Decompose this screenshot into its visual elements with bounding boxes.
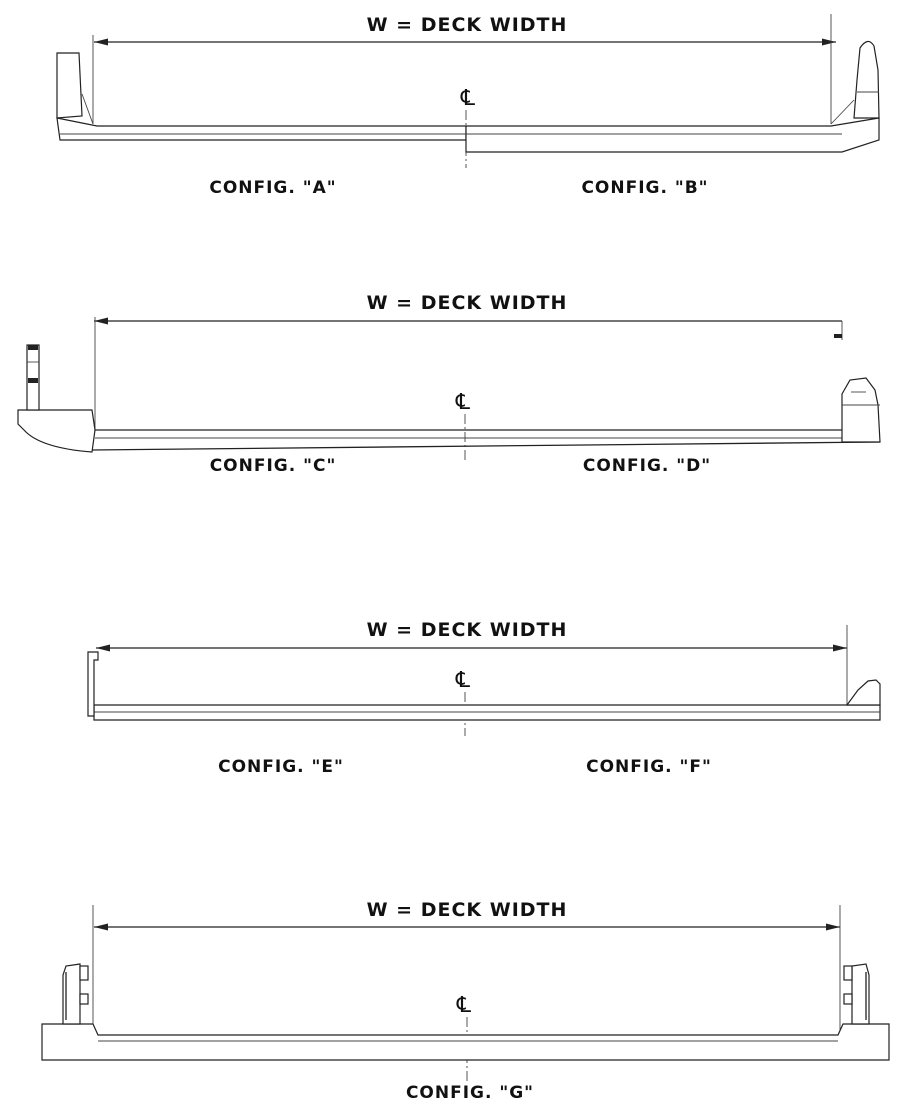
dimension-line — [92, 14, 836, 124]
deck-section — [56, 117, 880, 153]
deck-section — [41, 1023, 890, 1061]
left-barrier-config-e — [87, 651, 99, 717]
config-b-label: CONFIG. "B" — [581, 178, 708, 198]
left-barrier-config-c — [17, 344, 96, 453]
panel-config-c-d: W = DECK WIDTH ℄ CON — [17, 292, 881, 476]
centerline-symbol: ℄ — [460, 86, 476, 111]
right-barrier-config-f — [845, 679, 881, 706]
right-barrier-config-g — [843, 963, 870, 1025]
panel-config-e-f: W = DECK WIDTH ℄ CONFIG. "E" CONFIG. "F" — [87, 619, 881, 777]
centerline-symbol: ℄ — [455, 390, 471, 415]
panel-config-g: W = DECK WIDTH ℄ CONFIG. "G" — [41, 899, 890, 1103]
panel-config-a-b: W = DECK WIDTH ℄ CONFIG. "A" C — [56, 14, 880, 198]
deck-section — [91, 429, 881, 451]
config-g-label: CONFIG. "G" — [406, 1083, 534, 1103]
dimension-label: W = DECK WIDTH — [367, 619, 568, 641]
config-d-label: CONFIG. "D" — [583, 456, 711, 476]
dimension-label: W = DECK WIDTH — [367, 292, 568, 314]
left-barrier-config-g — [62, 963, 89, 1025]
centerline-symbol: ℄ — [456, 993, 472, 1018]
right-barrier-config-d — [841, 377, 881, 443]
dimension-label: W = DECK WIDTH — [367, 14, 568, 36]
dimension-line — [92, 905, 841, 1035]
dimension-line — [94, 317, 843, 430]
deck-section — [93, 704, 881, 721]
config-f-label: CONFIG. "F" — [586, 757, 712, 777]
centerline-symbol: ℄ — [455, 668, 471, 693]
config-a-label: CONFIG. "A" — [209, 178, 336, 198]
config-c-label: CONFIG. "C" — [210, 456, 337, 476]
left-barrier-config-a — [56, 52, 94, 125]
config-e-label: CONFIG. "E" — [218, 757, 344, 777]
dimension-label: W = DECK WIDTH — [367, 899, 568, 921]
dimension-line — [96, 625, 848, 705]
right-barrier-config-b — [830, 40, 880, 125]
